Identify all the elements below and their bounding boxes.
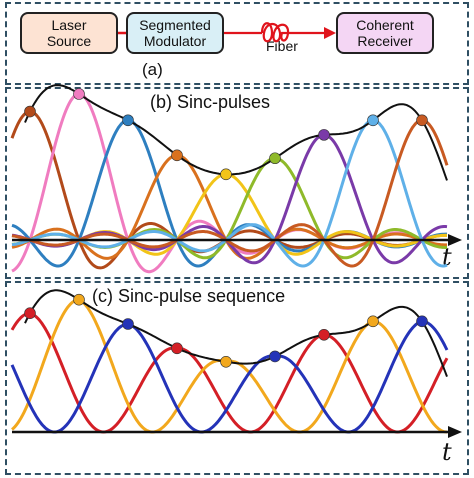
panel-b-peak-marker-1 <box>24 105 36 118</box>
panel-c-time-axis-arrowhead <box>448 426 462 438</box>
panel-b-peak-marker-9 <box>416 114 428 127</box>
panel-c-peak-marker-8 <box>367 315 379 328</box>
panel-b-time-axis-label: t <box>442 243 452 271</box>
panel-c-peak-marker-9 <box>416 315 428 328</box>
panel-b-peak-marker-4 <box>171 149 183 162</box>
panel-b-peak-marker-3 <box>122 114 134 127</box>
panel-c-peak-marker-7 <box>318 328 330 341</box>
laser-source-label-line1: Laser <box>51 17 87 33</box>
panel-c-peak-marker-2 <box>73 293 85 306</box>
panel-b-title: (b) Sinc-pulses <box>150 92 271 112</box>
panel-b-peak-marker-5 <box>220 168 232 181</box>
segmented-modulator-label-line1: Segmented <box>139 17 211 33</box>
panel-c-peak-marker-3 <box>122 318 134 330</box>
panel-c-peak-marker-1 <box>24 307 36 320</box>
sequence-wave-1 <box>10 311 449 434</box>
sinc-pulse-sequence-panel <box>5 281 469 475</box>
panel-c-peak-marker-5 <box>220 355 232 368</box>
coherent-receiver-label-line1: Coherent <box>356 17 414 33</box>
sinc-pulses-panel <box>5 87 469 279</box>
fiber-arrowhead <box>324 27 336 39</box>
panel-c-title: (c) Sinc-pulse sequence <box>92 286 286 306</box>
panel-b-envelope <box>24 84 448 181</box>
fiber-coil <box>224 22 326 43</box>
system-diagram-panel <box>5 2 469 85</box>
panel-b-peak-marker-8 <box>367 114 379 127</box>
panel-b-peak-marker-2 <box>73 88 85 100</box>
fiber-label: Fiber <box>266 38 298 54</box>
sequence-wave-3 <box>10 319 449 434</box>
panel-c-peak-marker-4 <box>171 342 183 355</box>
sinc-pulse-9 <box>11 118 449 268</box>
panel-a-label: (a) <box>142 60 163 79</box>
panel-b-time-axis-arrowhead <box>448 234 462 246</box>
panel-b-peak-marker-6 <box>269 152 281 165</box>
laser-source-label-line2: Source <box>46 33 92 49</box>
segmented-modulator-label-line2: Modulator <box>143 33 207 49</box>
coherent-receiver-label-line2: Receiver <box>357 33 413 49</box>
panel-c-envelope <box>24 289 448 377</box>
panel-c-time-axis-label: t <box>442 438 452 466</box>
panel-c-peak-marker-6 <box>269 350 281 363</box>
panel-b-peak-marker-7 <box>318 129 330 141</box>
